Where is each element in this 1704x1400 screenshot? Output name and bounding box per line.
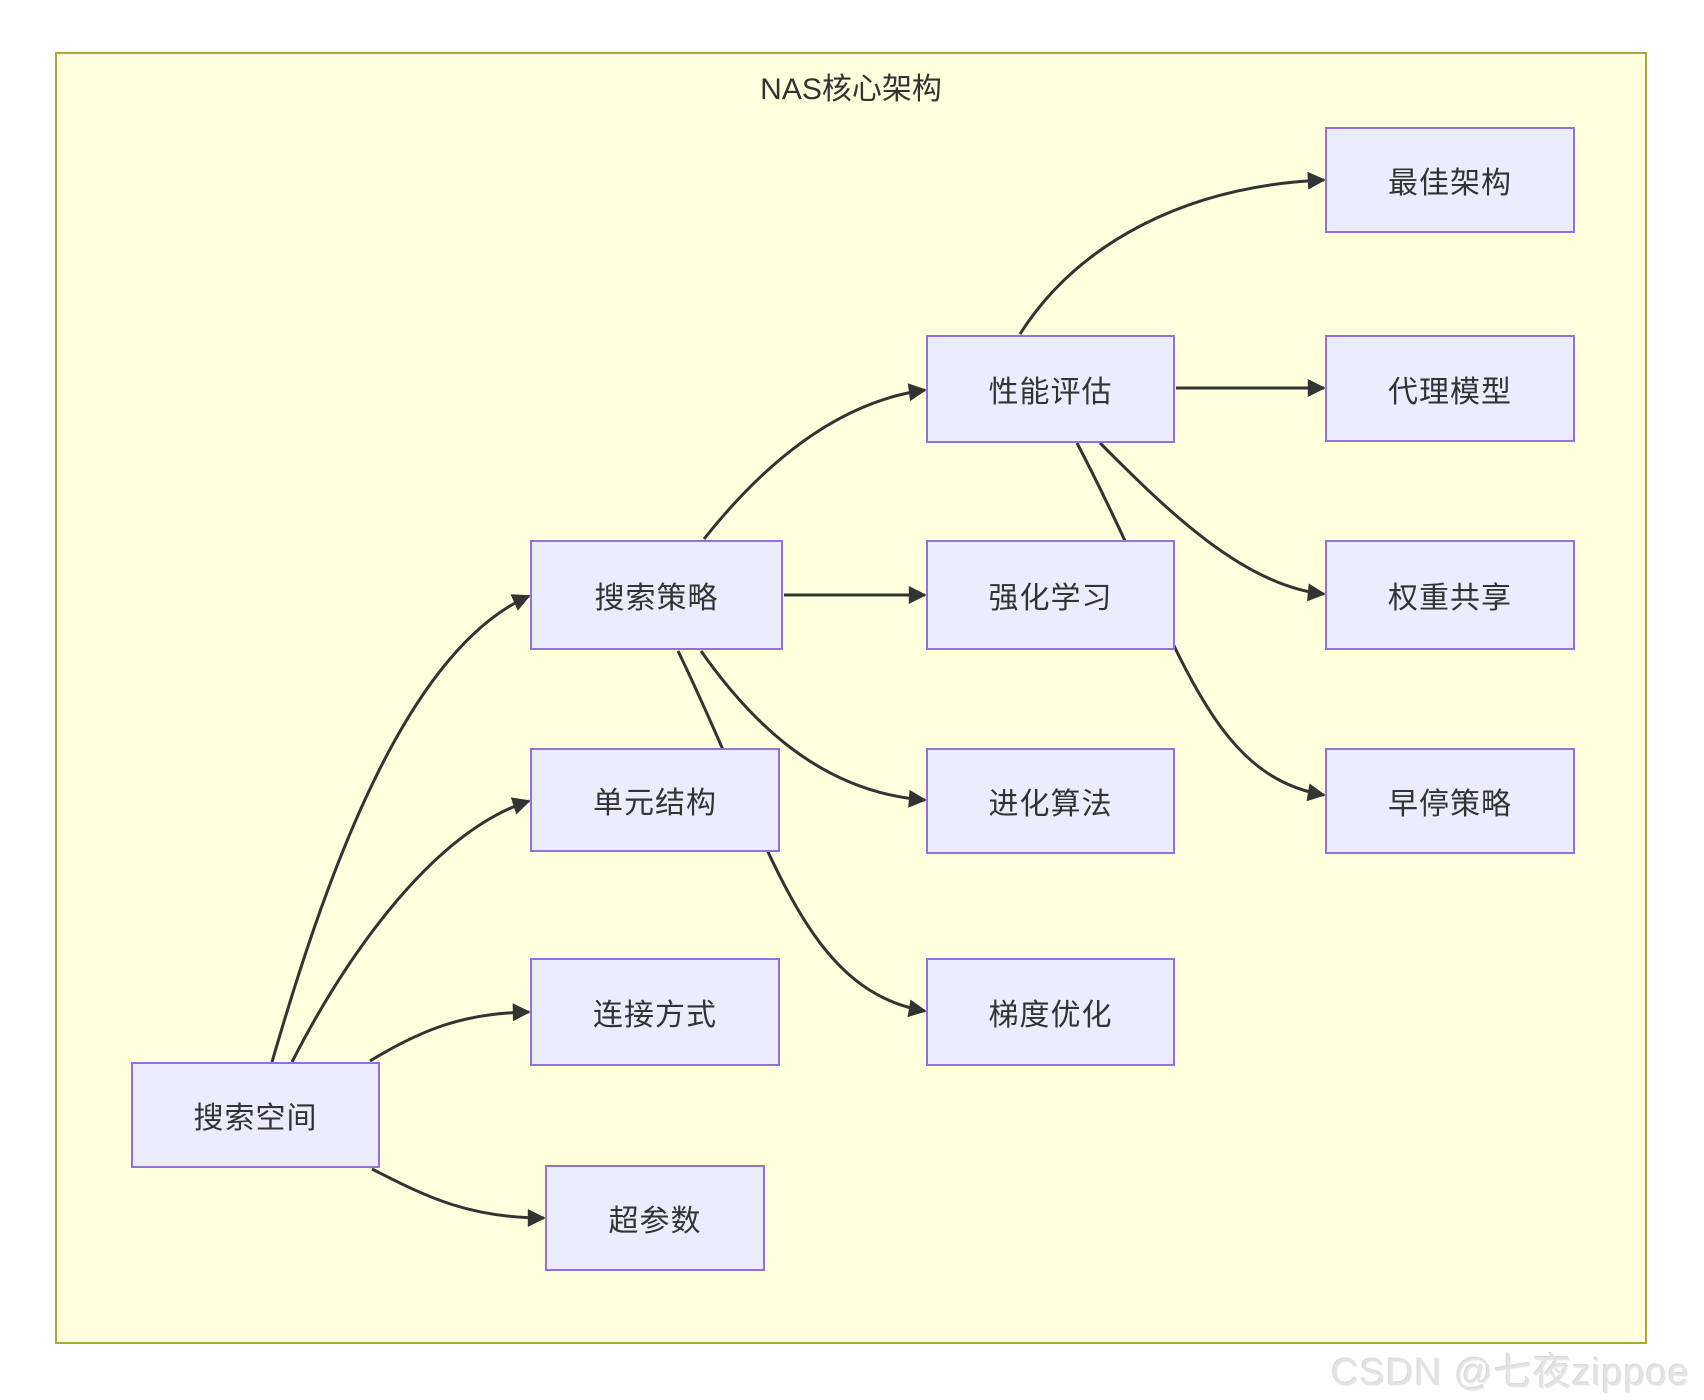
- node-cell-structure-label: 单元结构: [593, 787, 717, 820]
- node-best-architecture: 最佳架构: [1325, 127, 1575, 233]
- node-reinforcement-learning-label: 强化学习: [988, 582, 1113, 615]
- node-hyperparameters: 超参数: [545, 1165, 765, 1271]
- node-gradient-optimization: 梯度优化: [926, 958, 1175, 1066]
- node-performance-eval-label: 性能评估: [988, 376, 1113, 409]
- node-cell-structure: 单元结构: [530, 748, 780, 852]
- node-proxy-model: 代理模型: [1325, 335, 1575, 442]
- node-search-strategy: 搜索策略: [530, 540, 783, 650]
- diagram-title: NAS核心架构: [760, 73, 942, 106]
- node-early-stopping-label: 早停策略: [1388, 788, 1512, 821]
- node-weight-sharing-label: 权重共享: [1388, 582, 1512, 615]
- node-best-architecture-label: 最佳架构: [1388, 167, 1512, 200]
- node-evolutionary-algorithm: 进化算法: [926, 748, 1175, 854]
- node-performance-eval: 性能评估: [926, 335, 1175, 443]
- node-search-space-label: 搜索空间: [193, 1102, 318, 1135]
- node-evolutionary-algorithm-label: 进化算法: [988, 788, 1113, 821]
- node-reinforcement-learning: 强化学习: [926, 540, 1175, 650]
- node-connection-type-label: 连接方式: [593, 999, 717, 1032]
- node-hyperparameters-label: 超参数: [608, 1205, 702, 1238]
- node-proxy-model-label: 代理模型: [1388, 375, 1512, 409]
- node-search-strategy-label: 搜索策略: [594, 582, 719, 615]
- node-search-space: 搜索空间: [131, 1062, 380, 1168]
- csdn-watermark: CSDN @七夜zippoe: [1331, 1352, 1690, 1394]
- node-weight-sharing: 权重共享: [1325, 540, 1575, 650]
- node-gradient-optimization-label: 梯度优化: [988, 999, 1113, 1032]
- node-early-stopping: 早停策略: [1325, 748, 1575, 854]
- node-connection-type: 连接方式: [530, 958, 780, 1066]
